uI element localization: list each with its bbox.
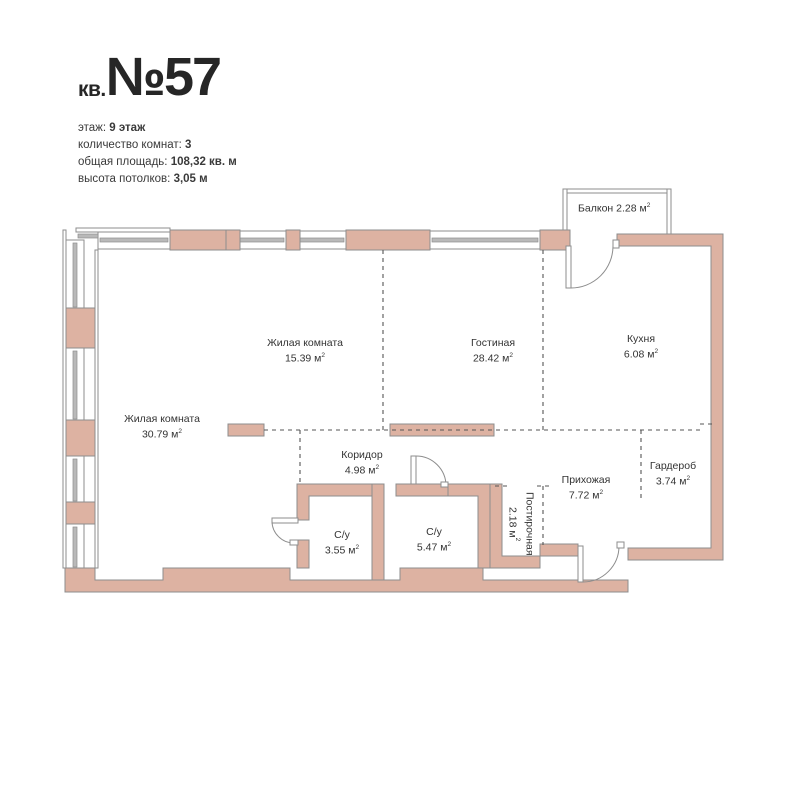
balcony-label-text: Балкон 2.28 м: [578, 202, 647, 215]
room-name: Прихожая: [561, 474, 611, 486]
room-area: 28.42 м2: [472, 351, 514, 365]
room-name: Жилая комната: [267, 337, 343, 349]
spec-area-value: 108,32 кв. м: [170, 156, 237, 168]
room-name: Кухня: [626, 333, 656, 345]
room-label-garderob: Гардероб 3.74 м2: [573, 460, 773, 488]
top-wall: [75, 227, 571, 251]
room-name: Постирочная: [523, 492, 536, 556]
room-area-sup: 2: [509, 351, 514, 359]
balcony-outline: [562, 188, 672, 241]
room-label-gostinaya: Гостиная 28.42 м2: [393, 337, 593, 365]
spec-rooms-value: 3: [185, 139, 192, 151]
room-label-zhilaya-komnata-15: Жилая комната 15.39 м2: [205, 337, 405, 365]
spec-rooms-label: количество комнат:: [78, 139, 182, 151]
room-name: Гардероб: [649, 460, 697, 472]
spec-area: общая площадь: 108,32 кв. м: [78, 154, 498, 171]
room-name: С/у: [426, 526, 442, 538]
title-prefix: кв.: [78, 78, 106, 101]
top-wall-pillars: [169, 229, 571, 251]
left-window-strips: [65, 239, 85, 569]
title-number: №57: [105, 47, 222, 107]
spec-ceiling: высота потолков: 3,05 м: [78, 171, 498, 188]
spec-ceiling-label: высота потолков:: [78, 173, 171, 185]
apartment-specs: этаж: 9 этаж количество комнат: 3 общая …: [78, 120, 498, 188]
room-area: 3.74 м2: [655, 474, 691, 488]
room-label-kuhnya: Кухня 6.08 м2: [541, 333, 741, 361]
page-title: кв. №57: [78, 50, 498, 104]
room-area-sup: 2: [686, 474, 691, 482]
balcony-label: Балкон 2.28 м2: [578, 202, 650, 215]
bathroom-door-right: [410, 455, 449, 488]
balcony-label-sup: 2: [646, 202, 651, 209]
room-label-sanuzel-355: С/у 3.55 м2: [242, 529, 442, 557]
room-area-sup: 2: [375, 463, 380, 471]
room-area: 6.08 м2: [623, 347, 659, 361]
room-label-sanuzel-547: С/у 5.47 м2: [334, 526, 534, 554]
room-label-koridor: Коридор 4.98 м2: [262, 449, 462, 477]
room-area-sup: 2: [654, 347, 659, 355]
spec-floor-label: этаж:: [78, 122, 107, 134]
spec-floor: этаж: 9 этаж: [78, 120, 498, 137]
bathroom-walls: [296, 483, 579, 581]
room-name: Гостиная: [470, 337, 516, 349]
room-area-sup: 2: [321, 351, 326, 359]
room-area: 3.55 м2: [324, 543, 360, 557]
room-name: Коридор: [341, 449, 383, 461]
spec-floor-value: 9 этаж: [109, 122, 146, 134]
dashed-dividers: [264, 250, 712, 545]
room-area: 15.39 м2: [284, 351, 326, 365]
room-area: 2.18 м2: [506, 506, 522, 541]
top-window-strips: [97, 230, 541, 250]
room-area-sup: 2: [599, 488, 604, 496]
room-area-sup: 2: [178, 427, 183, 435]
spec-rooms: количество комнат: 3: [78, 137, 498, 154]
room-name: С/у: [334, 529, 350, 541]
room-area: 7.72 м2: [568, 488, 604, 502]
entrance-door: [577, 541, 625, 583]
balcony-door: [565, 239, 620, 289]
room-area-sup: 2: [514, 537, 521, 541]
bottom-wall: [64, 567, 629, 593]
apartment-header: кв. №57 этаж: 9 этаж количество комнат: …: [78, 50, 498, 188]
room-area: 30.79 м2: [141, 427, 183, 441]
spec-area-label: общая площадь:: [78, 156, 168, 168]
room-label-prihozhaya: Прихожая 7.72 м2: [486, 474, 686, 502]
room-area: 4.98 м2: [344, 463, 380, 477]
left-wall: [62, 229, 99, 569]
room-label-zhilaya-komnata-30: Жилая комната 30.79 м2: [62, 413, 262, 441]
spec-ceiling-value: 3,05 м: [173, 173, 208, 185]
top-right-wall: [616, 233, 724, 561]
room-area: 5.47 м2: [416, 540, 452, 554]
room-name: Жилая комната: [124, 413, 200, 425]
room-area-sup: 2: [447, 540, 452, 548]
bathroom-door-left: [271, 517, 299, 546]
left-wall-pillars: [64, 307, 96, 525]
room-area-sup: 2: [355, 543, 360, 551]
